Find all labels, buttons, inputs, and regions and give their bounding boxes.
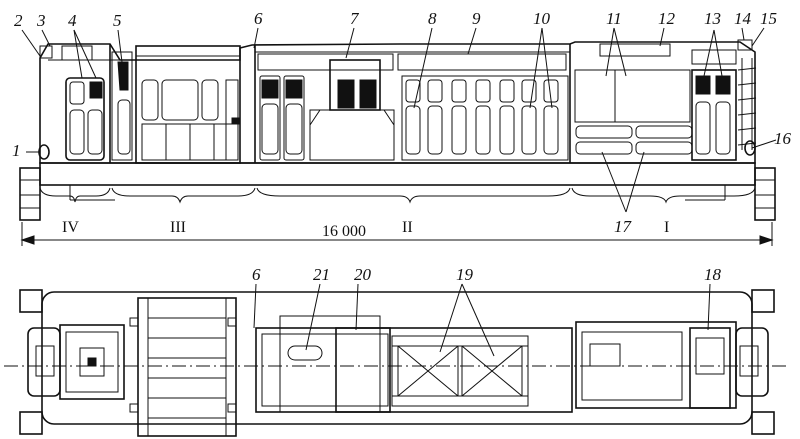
brace-II (256, 187, 571, 204)
headlight-rear (744, 140, 756, 156)
callout-6-plan: 6 (252, 265, 261, 284)
cab-left-door (65, 77, 105, 161)
callout-21: 21 (313, 265, 330, 284)
callout-13: 13 (704, 9, 721, 28)
callout-5: 5 (113, 11, 122, 30)
plan-outline (41, 291, 753, 425)
fan-1 (397, 345, 459, 397)
section-II: II (402, 219, 413, 236)
callout-12: 12 (658, 9, 676, 28)
section-labels: IV III II I (62, 219, 669, 236)
hatch-20 (335, 327, 391, 413)
callout-1: 1 (12, 141, 21, 160)
dimension-label: 16 000 (322, 223, 366, 240)
callout-8: 8 (428, 9, 437, 28)
cab-block-18 (689, 327, 731, 409)
ladder (737, 58, 757, 150)
section-III: III (170, 219, 186, 236)
callout-16: 16 (774, 129, 792, 148)
section-I: I (664, 219, 669, 236)
left-buffer (19, 167, 41, 221)
callout-labels: 1 2 3 4 5 6 7 8 9 10 11 12 13 14 15 16 1… (12, 9, 792, 284)
brace-III (111, 187, 256, 204)
right-buffer (754, 167, 776, 221)
callout-10: 10 (533, 9, 551, 28)
callout-17: 17 (614, 217, 633, 236)
callout-6: 6 (254, 9, 263, 28)
callout-19: 19 (456, 265, 474, 284)
callout-4: 4 (68, 11, 77, 30)
brace-IV (39, 187, 111, 203)
callout-20: 20 (354, 265, 372, 284)
body-outline (39, 41, 756, 164)
callout-14: 14 (734, 9, 752, 28)
section-IV: IV (62, 219, 79, 236)
callout-9: 9 (472, 9, 481, 28)
fan-2 (461, 345, 523, 397)
callout-15: 15 (760, 9, 777, 28)
side-elevation (19, 39, 776, 246)
callout-18: 18 (704, 265, 722, 284)
brace-I (571, 187, 756, 204)
cab-right-door (691, 69, 737, 161)
side-louvers (401, 75, 569, 161)
leader-lines (21, 27, 777, 357)
callout-11: 11 (606, 9, 622, 28)
callout-7: 7 (350, 9, 360, 28)
callout-3: 3 (36, 11, 46, 30)
main-frame (39, 162, 756, 186)
cooler-section (135, 45, 241, 164)
plan-view (4, 289, 790, 437)
cooler-plan (137, 297, 237, 437)
callout-2: 2 (14, 11, 23, 30)
